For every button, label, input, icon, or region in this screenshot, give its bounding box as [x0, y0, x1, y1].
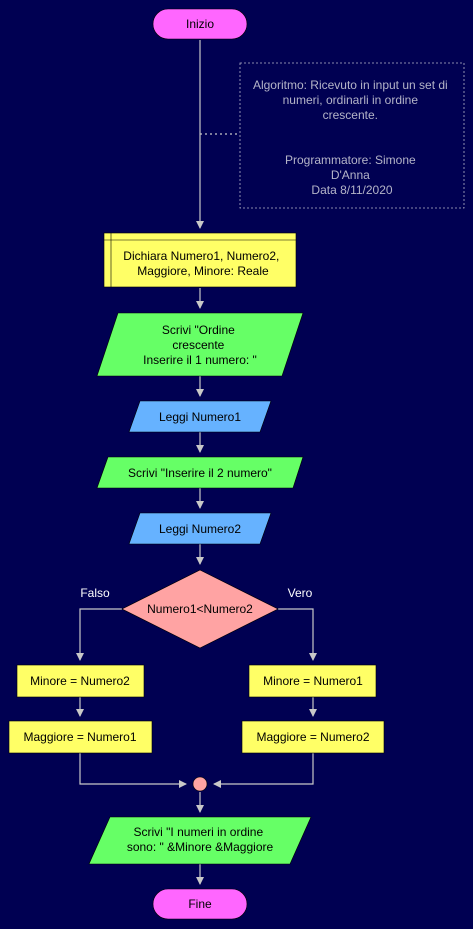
- true-branch-label: Vero: [288, 586, 313, 600]
- max-false-label: Maggiore = Numero1: [23, 730, 136, 744]
- write2-label: Scrivi "Inserire il 2 numero": [128, 466, 272, 480]
- write1-line: Scrivi "Ordine: [162, 323, 235, 337]
- declare-line: Maggiore, Minore: Reale: [137, 264, 269, 278]
- read1-shape: [128, 400, 272, 433]
- comment-line: Algoritmo: Ricevuto in input un set di: [253, 78, 448, 92]
- decision-label: Numero1<Numero2: [147, 602, 253, 616]
- edges: [76, 40, 317, 885]
- write1-label: Scrivi "Ordine crescente Inserire il 1 n…: [143, 323, 257, 367]
- decision-shape: [121, 569, 279, 649]
- max-true-label: Maggiore = Numero2: [256, 730, 369, 744]
- comment-node: Algoritmo: Ricevuto in input un set di n…: [239, 62, 465, 209]
- false-branch-label: Falso: [80, 586, 110, 600]
- write3-line: sono: " &Minore &Maggiore: [127, 840, 274, 854]
- write3-shape: [88, 816, 312, 865]
- min-true-label: Minore = Numero1: [263, 674, 363, 688]
- comment-line: D'Anna: [331, 168, 370, 182]
- comment-box: [239, 62, 465, 209]
- edge-maxtrue-join: [213, 753, 314, 788]
- min-true-node: Minore = Numero1: [248, 664, 377, 698]
- declare-label: Dichiara Numero1, Numero2, Maggiore, Min…: [123, 249, 282, 278]
- write3-label: Scrivi "I numeri in ordine sono: " &Mino…: [127, 825, 274, 854]
- write1-line: crescente: [172, 338, 224, 352]
- write3-node: Scrivi "I numeri in ordine sono: " &Mino…: [88, 816, 312, 865]
- read2-label: Leggi Numero2: [159, 522, 241, 536]
- comment-text: Algoritmo: Ricevuto in input un set di n…: [253, 78, 451, 197]
- min-true-shape: [248, 664, 377, 698]
- end-label: Fine: [188, 897, 212, 911]
- read1-node: Leggi Numero1: [128, 400, 272, 433]
- start-node: Inizio: [152, 8, 248, 40]
- min-false-label: Minore = Numero2: [30, 674, 130, 688]
- declare-shape: [103, 232, 297, 288]
- write3-line: Scrivi "I numeri in ordine: [134, 825, 264, 839]
- write1-node: Scrivi "Ordine crescente Inserire il 1 n…: [96, 312, 304, 377]
- declare-line: Dichiara Numero1, Numero2,: [123, 249, 279, 263]
- edge-decision-true: [278, 608, 317, 661]
- comment-line: numeri, ordinarli in ordine: [283, 93, 419, 107]
- end-node: Fine: [152, 888, 248, 920]
- write2-shape: [96, 456, 304, 489]
- read2-shape: [128, 512, 272, 545]
- min-false-shape: [16, 664, 145, 698]
- max-false-shape: [8, 720, 153, 754]
- decision-node: Numero1<Numero2: [121, 569, 279, 649]
- edge-decision-false: [76, 608, 122, 661]
- edge-maxfalse-join: [79, 753, 187, 788]
- start-shape: [152, 8, 248, 40]
- read1-label: Leggi Numero1: [159, 410, 241, 424]
- comment-line: Data 8/11/2020: [311, 183, 393, 197]
- declare-node: Dichiara Numero1, Numero2, Maggiore, Min…: [103, 232, 297, 288]
- start-label: Inizio: [186, 17, 214, 31]
- comment-line: Programmatore: Simone: [285, 153, 416, 167]
- max-true-shape: [241, 720, 385, 754]
- max-true-node: Maggiore = Numero2: [241, 720, 385, 754]
- max-false-node: Maggiore = Numero1: [8, 720, 153, 754]
- end-shape: [152, 888, 248, 920]
- write1-line: Inserire il 1 numero: ": [143, 353, 257, 367]
- join-connector: [192, 776, 208, 792]
- comment-line: crescente.: [323, 108, 378, 122]
- min-false-node: Minore = Numero2: [16, 664, 145, 698]
- write2-node: Scrivi "Inserire il 2 numero": [96, 456, 304, 489]
- write1-shape: [96, 312, 304, 377]
- read2-node: Leggi Numero2: [128, 512, 272, 545]
